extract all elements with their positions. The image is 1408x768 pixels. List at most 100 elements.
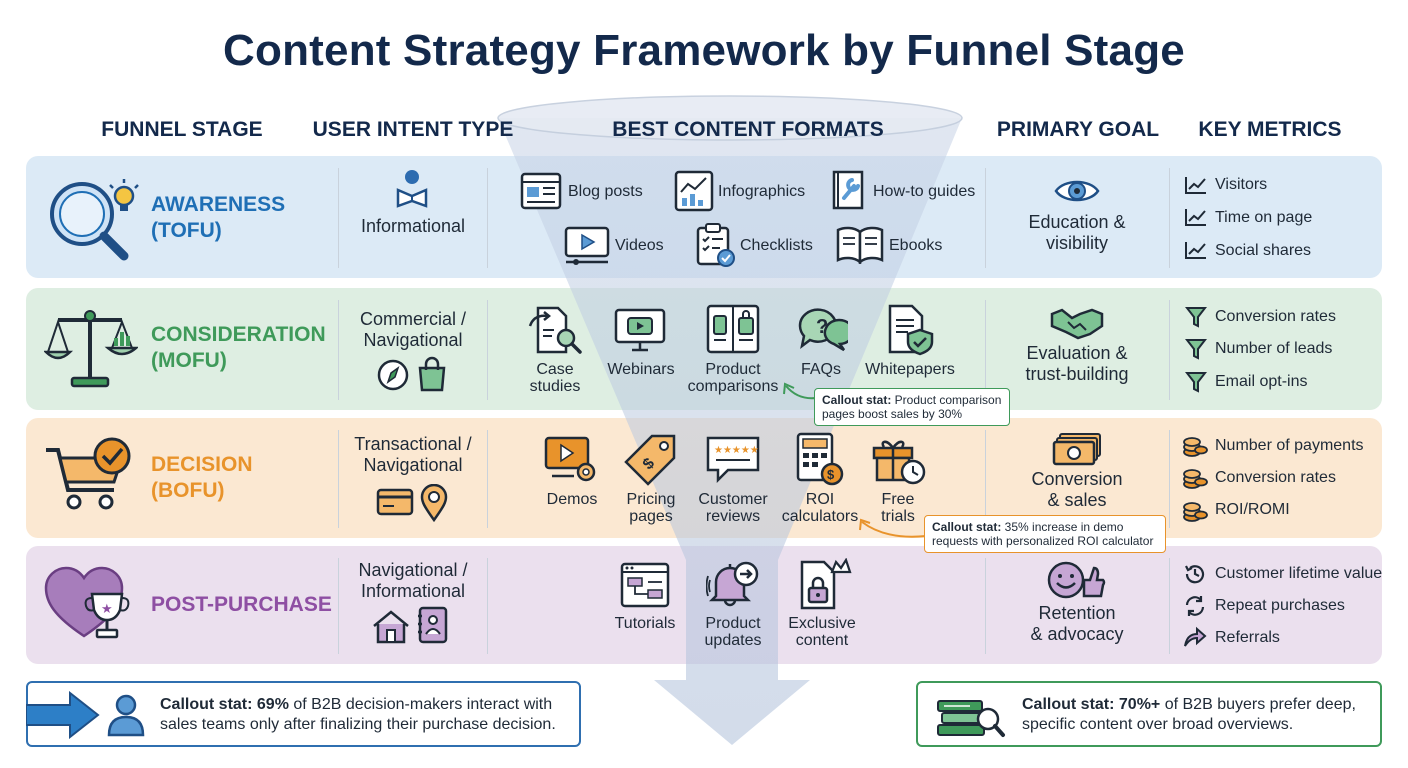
video-play-icon xyxy=(564,226,610,265)
contact-book-icon xyxy=(418,606,448,644)
home-icon xyxy=(373,610,409,644)
monitor-play-icon xyxy=(614,308,666,352)
coins-icon xyxy=(1183,437,1208,457)
intent-consideration: Commercial / Navigational xyxy=(359,309,466,350)
callout-bottom-right-text: Callout stat: 70%+ of B2B buyers prefer … xyxy=(1022,696,1356,733)
metric-label: Conversion rates xyxy=(1215,469,1336,486)
format-label: Whitepapers xyxy=(865,361,955,378)
format-label: Customer reviews xyxy=(698,491,768,525)
shopping-cart-check-icon xyxy=(46,437,131,510)
funnel-icon xyxy=(1185,339,1207,360)
goal-awareness: Education & visibility xyxy=(1028,212,1126,253)
format-label: Videos xyxy=(615,237,664,254)
arrow-right-icon xyxy=(26,691,100,739)
divider xyxy=(1169,300,1170,400)
stage-name-consideration: CONSIDERATION (MOFU) xyxy=(151,323,326,372)
funnel-icon xyxy=(1185,307,1207,328)
stage-name-post-purchase: POST-PURCHASE xyxy=(151,593,332,616)
divider xyxy=(487,168,488,268)
gift-clock-icon xyxy=(872,440,926,485)
callout-decision: Callout stat: 35% increase in demo reque… xyxy=(924,515,1166,553)
format-label: Ebooks xyxy=(889,237,943,254)
shopping-bag-icon xyxy=(418,356,446,392)
format-label: Case studies xyxy=(529,361,581,395)
line-chart-icon xyxy=(1185,209,1206,226)
header-funnel-stage: FUNNEL STAGE xyxy=(101,118,263,141)
metric-label: ROI/ROMI xyxy=(1215,501,1290,518)
format-label: Webinars xyxy=(607,361,675,378)
metric-label: Conversion rates xyxy=(1215,308,1336,325)
callout-arrow xyxy=(859,518,927,538)
header-primary-goal: PRIMARY GOAL xyxy=(996,118,1160,141)
divider xyxy=(338,300,339,400)
format-label: ROI calculators xyxy=(781,491,859,525)
divider xyxy=(985,168,986,268)
format-label: Blog posts xyxy=(568,183,643,200)
share-arrow-icon xyxy=(1184,626,1207,647)
metric-label: Visitors xyxy=(1215,176,1268,193)
credit-card-icon xyxy=(376,488,414,516)
metric-label: Time on page xyxy=(1215,209,1313,226)
page-title: Content Strategy Framework by Funnel Sta… xyxy=(223,26,1185,75)
divider xyxy=(338,430,339,528)
balance-scale-icon xyxy=(44,310,138,388)
format-label: Checklists xyxy=(740,237,813,254)
callout-arrow xyxy=(783,382,817,400)
eye-icon xyxy=(1054,180,1100,202)
callout-bottom-left: Callout stat: 69% of B2B decision-makers… xyxy=(26,681,581,747)
video-gear-icon xyxy=(544,436,596,482)
format-label: Infographics xyxy=(718,183,806,200)
format-label: Product updates xyxy=(704,615,762,649)
intent-decision: Transactional / Navigational xyxy=(354,434,472,475)
document-shield-icon xyxy=(888,304,934,356)
metric-label: Number of leads xyxy=(1215,340,1333,357)
heart-trophy-icon: ★ xyxy=(44,566,130,639)
format-label: Pricing pages xyxy=(626,491,676,525)
open-book-icon xyxy=(836,226,884,264)
metric-label: Email opt-ins xyxy=(1215,373,1308,390)
svg-text:★: ★ xyxy=(101,602,113,617)
tutorial-screen-icon xyxy=(620,562,670,608)
divider xyxy=(1169,430,1170,528)
magnifier-lightbulb-icon xyxy=(50,179,139,261)
header-user-intent: USER INTENT TYPE xyxy=(312,118,514,141)
history-icon xyxy=(1185,565,1205,584)
divider xyxy=(338,168,339,268)
compass-icon xyxy=(377,359,409,391)
svg-text:★★★★★: ★★★★★ xyxy=(714,445,759,456)
lock-document-icon xyxy=(800,558,852,610)
location-pin-icon xyxy=(420,484,448,522)
metric-label: Repeat purchases xyxy=(1215,597,1345,614)
document-search-icon xyxy=(528,306,582,354)
wrench-book-icon xyxy=(832,170,864,210)
goal-consideration: Evaluation & trust-building xyxy=(1025,343,1129,384)
header-content-formats: BEST CONTENT FORMATS xyxy=(612,118,884,141)
bell-arrow-icon xyxy=(706,561,759,607)
goal-post-purchase: Retention & advocacy xyxy=(1030,603,1124,644)
person-icon xyxy=(107,694,145,737)
comparison-icon xyxy=(706,304,760,354)
metric-label: Number of payments xyxy=(1215,437,1364,454)
format-label: Demos xyxy=(546,491,598,508)
line-chart-icon xyxy=(1185,177,1206,194)
coins-icon xyxy=(1183,469,1208,489)
metric-label: Customer lifetime value xyxy=(1215,565,1383,582)
divider xyxy=(487,300,488,400)
browser-icon xyxy=(520,172,562,210)
clipboard-check-icon xyxy=(696,223,735,267)
divider xyxy=(338,558,339,654)
repeat-icon xyxy=(1185,596,1205,616)
intent-awareness: Informational xyxy=(360,216,466,236)
format-label: How-to guides xyxy=(873,183,976,200)
coins-icon xyxy=(1183,502,1208,522)
format-label: Tutorials xyxy=(614,615,676,632)
callout-consideration: Callout stat: Product comparison pages b… xyxy=(814,388,1010,426)
intent-post-purchase: Navigational / Informational xyxy=(358,560,468,601)
metric-label: Social shares xyxy=(1215,242,1312,259)
smile-thumbs-up-icon xyxy=(1047,561,1106,599)
svg-text:$: $ xyxy=(827,467,835,482)
divider xyxy=(487,558,488,654)
stage-name-decision: DECISION (BOFU) xyxy=(151,453,253,502)
divider xyxy=(1169,168,1170,268)
divider xyxy=(985,430,986,528)
